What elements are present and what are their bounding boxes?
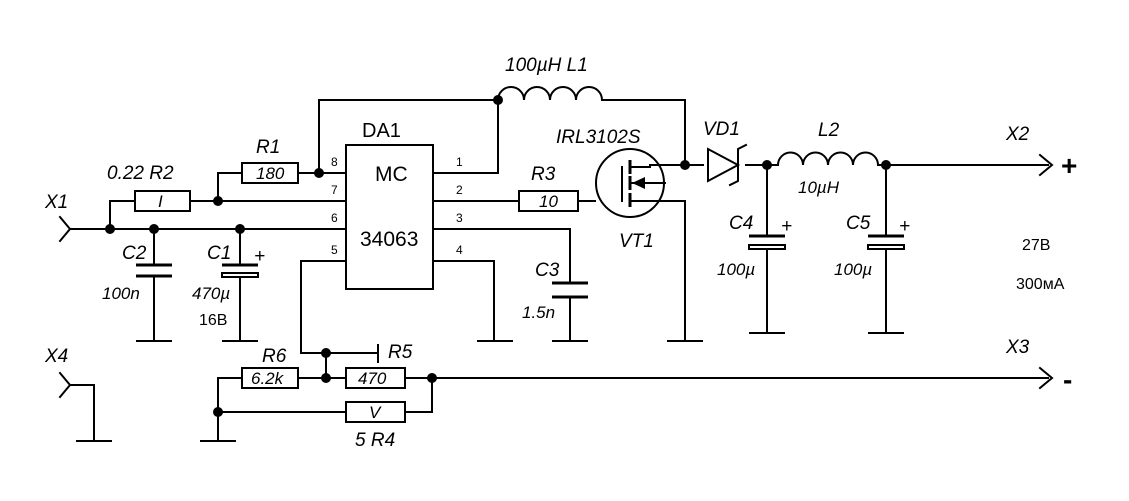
ic-pin-7: 7 <box>331 183 338 197</box>
c4-plus: + <box>781 216 792 237</box>
output-voltage: 27В <box>1022 237 1050 254</box>
transistor-vt1: IRL3102S VT1 <box>556 127 666 252</box>
output-current: 300мА <box>1016 276 1065 293</box>
r2-ref: 0.22 R2 <box>107 163 174 184</box>
r4-body: V <box>369 403 382 422</box>
r6-value: 6.2k <box>251 369 285 388</box>
ic-pin-1: 1 <box>456 155 463 169</box>
capacitor-c5: C5 + 100µ <box>834 213 910 279</box>
resistor-r1: 180 R1 <box>241 137 299 184</box>
c4-value: 100µ <box>717 260 755 279</box>
c1-ref: C1 <box>207 243 231 264</box>
ic-pin-2: 2 <box>456 183 463 197</box>
x2-label: X2 <box>1005 124 1030 145</box>
c3-ref: C3 <box>535 260 560 281</box>
resistor-r5: 470 R5 <box>345 342 413 389</box>
diode-vd1: VD1 <box>703 119 748 187</box>
resistor-r2: I 0.22 R2 <box>107 163 191 212</box>
ic-pin-3: 3 <box>456 211 463 225</box>
vt1-ref: VT1 <box>619 231 654 252</box>
output-plus-sign: + <box>1061 150 1077 181</box>
resistor-r4: V 5 R4 <box>345 401 406 451</box>
r3-value: 10 <box>539 192 558 211</box>
capacitor-c3: C3 1.5n <box>522 260 588 322</box>
l2-value: 10µH <box>798 178 840 197</box>
resistor-r3: 10 R3 <box>518 164 579 212</box>
inductor-l1: 100µH L1 <box>496 55 604 102</box>
ic-line2: 34063 <box>360 228 418 251</box>
c5-ref: C5 <box>846 213 871 234</box>
r4-ref: 5 R4 <box>355 430 395 451</box>
r3-ref: R3 <box>531 164 556 185</box>
connector-labels: X1 X2 X3 X4 <box>44 124 1030 367</box>
x4-label: X4 <box>44 346 68 367</box>
ic-pin-6: 6 <box>331 211 338 225</box>
ic-ref: DA1 <box>362 120 401 142</box>
c5-value: 100µ <box>834 260 872 279</box>
c2-value: 100n <box>102 284 140 303</box>
ic-pin-8: 8 <box>331 155 338 169</box>
c1-plus: + <box>254 246 265 267</box>
ic-da1: DA1 MC 34063 8 7 6 5 1 2 3 4 <box>331 120 463 290</box>
capacitor-c2: C2 100n <box>102 243 172 303</box>
ic-line1: MC <box>375 163 408 186</box>
junction-dots <box>105 95 891 417</box>
r1-ref: R1 <box>256 137 280 158</box>
inductor-l2: L2 10µH <box>776 120 880 197</box>
l2-ref: L2 <box>818 120 840 141</box>
r5-ref: R5 <box>388 342 413 363</box>
capacitor-c1: C1 + 470µ 16В <box>192 243 265 329</box>
r1-value: 180 <box>256 164 285 183</box>
output-specs: + - 27В 300мА <box>1016 150 1077 395</box>
r2-body: I <box>158 192 163 211</box>
ic-pin-4: 4 <box>456 243 463 257</box>
l1-label: 100µH L1 <box>505 55 588 76</box>
resistor-r6: 6.2k R6 <box>241 346 299 389</box>
x3-label: X3 <box>1005 337 1030 358</box>
c1-voltage: 16В <box>199 312 227 329</box>
vt1-part: IRL3102S <box>556 127 641 148</box>
c3-value: 1.5n <box>522 303 555 322</box>
c4-ref: C4 <box>729 213 753 234</box>
x1-label: X1 <box>44 192 68 213</box>
ic-pin-5: 5 <box>331 243 338 257</box>
capacitor-c4: C4 + 100µ <box>717 213 792 279</box>
c1-value: 470µ <box>192 284 230 303</box>
c2-ref: C2 <box>122 243 147 264</box>
r6-ref: R6 <box>262 346 287 367</box>
wires <box>58 99 1054 442</box>
c5-plus: + <box>899 216 910 237</box>
vd1-ref: VD1 <box>703 119 740 140</box>
r5-value: 470 <box>358 369 387 388</box>
output-minus-sign: - <box>1063 364 1072 395</box>
